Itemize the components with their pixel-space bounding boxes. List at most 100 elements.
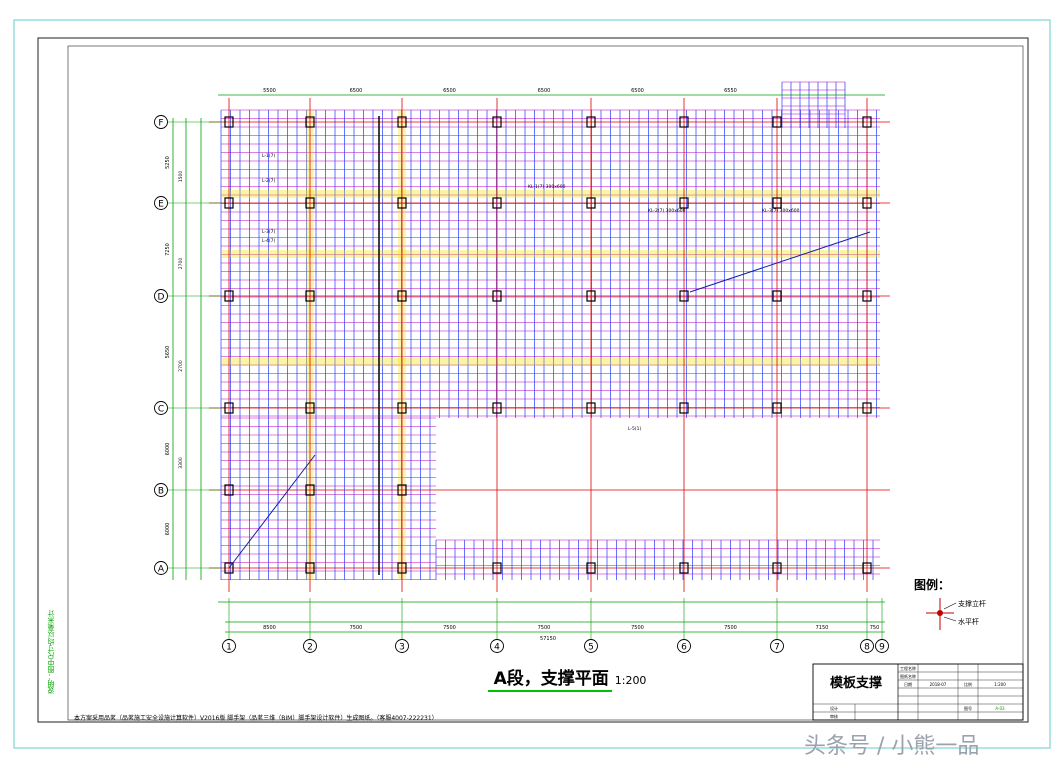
- column-box: [772, 197, 782, 209]
- col-axis-bubble: [303, 639, 317, 653]
- col-axis-bubble: [875, 639, 889, 653]
- tb-date: 2018-07: [930, 682, 947, 687]
- row-axis-bubble: [154, 289, 168, 303]
- column-box: [492, 402, 502, 414]
- column-box: [492, 562, 502, 574]
- legend-title: 图例：: [914, 578, 951, 592]
- dim-label-bottom: 750: [870, 625, 880, 631]
- beam-band: [221, 250, 880, 258]
- column-box: [492, 116, 502, 128]
- support-grid: [220, 81, 880, 580]
- axis-lines: [209, 98, 890, 592]
- col-axis-bubble: [222, 639, 236, 653]
- col-axis-bubble: [860, 639, 874, 653]
- beam-label: KL-2(7) 300x600: [648, 208, 686, 214]
- tb-label-sheetno: 图号: [964, 705, 972, 711]
- title-block: [812, 663, 1024, 721]
- dim-label-left-sub: 2700: [178, 360, 184, 372]
- legend-leader-a: [943, 602, 957, 610]
- dim-label-top: 6500: [350, 88, 363, 94]
- dimension-lines: [172, 94, 885, 636]
- column-box: [772, 290, 782, 302]
- column-box: [772, 562, 782, 574]
- col-axis-label: 8: [864, 643, 870, 653]
- column-box: [862, 116, 872, 128]
- title-underline: [488, 690, 612, 692]
- tb-label-sheetname: 图纸名称: [900, 673, 916, 679]
- column-box: [397, 562, 407, 574]
- beam-label: L-3(7): [262, 229, 276, 235]
- dim-label-left: 6000: [165, 443, 171, 456]
- legend-leader-b: [943, 616, 957, 622]
- drawing-scale: 1:200: [614, 674, 647, 687]
- column-box: [679, 290, 689, 302]
- column-box: [397, 116, 407, 128]
- column-box: [397, 484, 407, 496]
- dim-label-bottom: 7500: [538, 625, 551, 631]
- beam-label: KL-1(7) 300x600: [528, 184, 566, 190]
- dim-label-left-sub: 3300: [178, 457, 184, 469]
- diagonal-line: [228, 454, 316, 569]
- row-axis-label: C: [158, 405, 164, 415]
- title-block-name: 模板支撑: [829, 676, 882, 691]
- column-box: [224, 197, 234, 209]
- row-axis-bubble: [154, 561, 168, 575]
- dim-label-top: 6550: [724, 88, 737, 94]
- dim-label-top: 5500: [263, 88, 276, 94]
- col-axis-bubble: [677, 639, 691, 653]
- row-axis-label: A: [158, 565, 165, 575]
- column-box: [305, 562, 315, 574]
- dim-label-top: 6500: [443, 88, 456, 94]
- column-box: [679, 197, 689, 209]
- tb-label-scale: 比例: [964, 681, 972, 687]
- column-box: [772, 402, 782, 414]
- column-box: [224, 402, 234, 414]
- dim-label-top: 6500: [631, 88, 644, 94]
- footnote: 本方案采用品茗（品茗施工安全设施计算软件）V2016版 脚手架（品茗三维（BIM…: [74, 715, 438, 722]
- column-box: [224, 562, 234, 574]
- dim-label-bottom: 7500: [631, 625, 644, 631]
- tb-label-project: 工程名称: [900, 665, 916, 671]
- col-axis-label: 4: [494, 643, 500, 653]
- col-axis-label: 7: [774, 643, 780, 653]
- column-box: [862, 197, 872, 209]
- column-box: [586, 197, 596, 209]
- column-box: [305, 290, 315, 302]
- dim-label-left-sub: 2700: [178, 258, 184, 270]
- dim-label-left: 5250: [165, 156, 171, 169]
- row-axis-label: D: [158, 293, 165, 303]
- dim-label-total: 57150: [540, 636, 556, 642]
- col-axis-label: 1: [226, 643, 232, 653]
- beam-label: L-1(7): [262, 153, 276, 159]
- row-axis-bubble: [154, 483, 168, 497]
- dim-label-bottom: 7500: [350, 625, 363, 631]
- inner-frame: [37, 37, 1029, 723]
- diagonal-line: [689, 231, 871, 293]
- row-axis-bubble: [154, 196, 168, 210]
- col-axis-bubble: [584, 639, 598, 653]
- dim-label-top: 6500: [538, 88, 551, 94]
- legend-pole-label: 支撑立杆: [958, 600, 986, 608]
- columns: [224, 116, 872, 574]
- column-box: [397, 402, 407, 414]
- col-axis-bubble: [490, 639, 504, 653]
- dim-label-bottom: 7500: [443, 625, 456, 631]
- column-box: [772, 116, 782, 128]
- row-axis-label: E: [158, 200, 164, 210]
- col-axis-bubble: [770, 639, 784, 653]
- column-box: [492, 290, 502, 302]
- dim-label-left: 6000: [165, 523, 171, 536]
- column-box: [224, 290, 234, 302]
- col-axis-label: 6: [681, 643, 687, 653]
- dim-label-left-sub: 1500: [178, 171, 184, 183]
- tb-sheetno: A-03: [995, 706, 1005, 711]
- row-axis-bubble: [154, 115, 168, 129]
- column-box: [305, 402, 315, 414]
- column-box: [862, 562, 872, 574]
- beam-band: [221, 190, 880, 198]
- row-axis-bubble: [154, 401, 168, 415]
- outer-border: [13, 19, 1051, 749]
- tb-label-date: 日期: [904, 681, 912, 687]
